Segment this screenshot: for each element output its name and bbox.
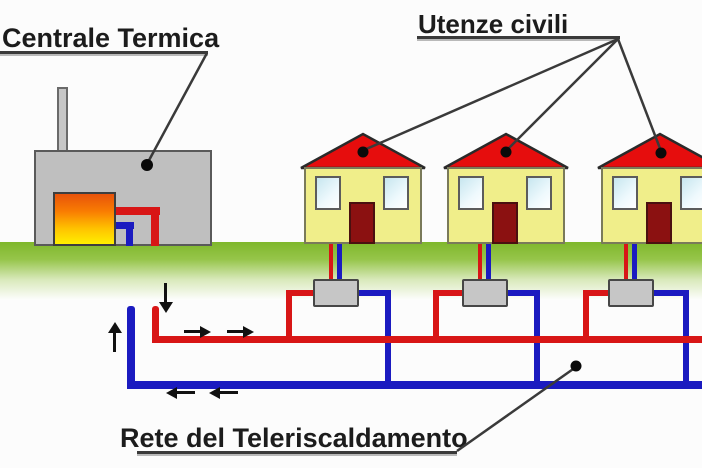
house-1-window-right <box>383 176 409 210</box>
house-1-door <box>349 202 375 244</box>
house-3-service-hot-pipe <box>624 244 628 282</box>
house-3 <box>595 131 702 244</box>
house-2-roof <box>443 132 569 170</box>
house-3-service-cold-pipe <box>632 244 637 282</box>
hot-main-riser <box>152 306 159 343</box>
house-2-cold-branch-horizontal <box>506 290 540 296</box>
house-3-cold-branch-horizontal <box>652 290 689 296</box>
network-pointer-dot <box>570 360 582 372</box>
plant-cold-pipe-vertical <box>126 222 133 246</box>
house-1 <box>298 131 428 244</box>
house-3-hot-branch-horizontal <box>583 290 610 296</box>
hot-main-pipe <box>152 336 702 343</box>
plant-pointer-line <box>145 52 209 165</box>
plant-cold-pipe-horizontal <box>108 222 134 229</box>
house-2-service-hot-pipe <box>478 244 482 282</box>
house-3-hot-branch-vertical <box>583 290 589 340</box>
house-2-window-right <box>526 176 552 210</box>
users-label-underline <box>417 36 620 39</box>
house-1-service-cold-pipe <box>337 244 342 282</box>
house-3-heat-exchanger <box>608 279 654 307</box>
house-2-hot-branch-vertical <box>433 290 439 340</box>
house-3-door <box>646 202 672 244</box>
network-pointer-line <box>456 365 577 453</box>
house-1-roof <box>300 132 426 170</box>
house-2-hot-branch-horizontal <box>433 290 464 296</box>
plant-hot-pipe-horizontal <box>108 207 160 215</box>
network-label-underline <box>137 451 457 454</box>
house-1-hot-branch-vertical <box>286 290 292 340</box>
house-1-service-hot-pipe <box>329 244 333 282</box>
plant-furnace <box>53 192 116 246</box>
plant-hot-pipe-vertical <box>151 207 159 246</box>
users-label: Utenze civili <box>418 9 569 39</box>
house-3-window-left <box>612 176 638 210</box>
plant-chimney <box>57 87 68 153</box>
cold-main-pipe <box>127 381 702 389</box>
house-1-window-left <box>315 176 341 210</box>
house-1-hot-branch-horizontal <box>286 290 315 296</box>
network-label: Rete del Teleriscaldamento <box>120 423 468 453</box>
house-3-roof <box>597 132 702 170</box>
house-1-cold-branch-horizontal <box>357 290 391 296</box>
cold-main-riser <box>127 306 135 389</box>
house-2 <box>441 131 571 244</box>
plant-label: Centrale Termica <box>2 23 220 53</box>
house-2-service-cold-pipe <box>486 244 491 282</box>
house-2-window-left <box>458 176 484 210</box>
house-1-heat-exchanger <box>313 279 359 307</box>
house-3-window-right <box>680 176 702 210</box>
house-2-heat-exchanger <box>462 279 508 307</box>
plant-label-underline <box>0 51 208 54</box>
house-2-door <box>492 202 518 244</box>
